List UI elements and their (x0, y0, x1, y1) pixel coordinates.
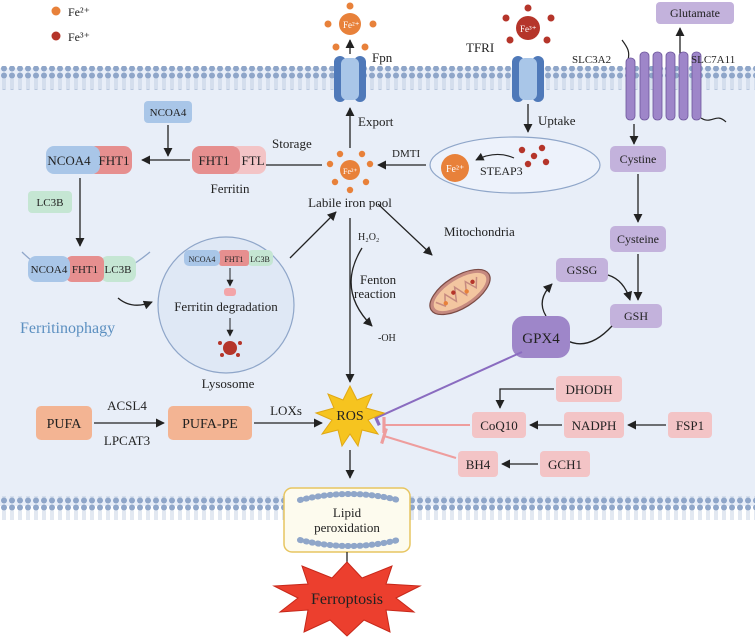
ncoa4-free-label: NCOA4 (150, 107, 187, 119)
lyso-fht1-label: FHT1 (224, 255, 243, 264)
pufa-box (36, 406, 92, 440)
coq10-box (472, 412, 526, 438)
gsh-pathway: Cystine Cysteine GSSG GSH GPX4 (371, 146, 666, 426)
gpx4-label: GPX4 (522, 331, 560, 347)
ftl-label: FTL (241, 153, 264, 168)
fsp1-label: FSP1 (676, 418, 704, 433)
fenton-label-2: reaction (354, 286, 396, 301)
fe3-legend-dot (51, 31, 61, 41)
bh4-box (458, 451, 498, 477)
lc3b-box (28, 191, 72, 213)
slc3a2-label: SLC3A2 (572, 54, 611, 66)
mitochondria (429, 268, 491, 316)
pufa-label: PUFA (47, 417, 83, 432)
tfr-fe-label: Fe³⁺ (520, 24, 537, 34)
lc3b-label: LC3B (37, 197, 64, 209)
dmt-label: DMTI (392, 148, 420, 160)
export-label: Export (358, 114, 394, 129)
dhodh-box (556, 376, 622, 402)
lipid-peroxidation-label-1: Lipid (333, 505, 362, 520)
system-xc-transporter: Glutamate SLC3A2 SLC7A11 (572, 2, 735, 145)
fe2-legend-dot (51, 6, 61, 16)
ncoa4-complex-label: NCOA4 (47, 153, 91, 168)
pool-fe-label: Fe²⁺ (343, 167, 358, 176)
auto-fht1-label: FHT1 (72, 264, 98, 276)
fsp1-pathway: DHODH CoQ10 NADPH FSP1 BH4 GCH1 (380, 376, 712, 477)
coq10-label: CoQ10 (480, 418, 518, 433)
ferroptosis-label: Ferroptosis (311, 591, 383, 608)
lipid-peroxidation: Lipid peroxidation (283, 487, 411, 575)
nadph-box (564, 412, 624, 438)
gsh-label: GSH (624, 309, 648, 323)
oh-label: -OH (378, 333, 396, 344)
ros-star (314, 384, 386, 448)
fht1-box (192, 146, 240, 174)
fenton-label-1: Fenton (360, 272, 397, 287)
gssg-label: GSSG (567, 263, 598, 277)
legend: Fe²⁺ Fe³⁺ (51, 5, 90, 44)
fsp1-box (668, 412, 712, 438)
pufa-pe-label: PUFA-PE (182, 417, 238, 432)
mitochondria-label: Mitochondria (444, 224, 515, 239)
gch1-box (540, 451, 590, 477)
labile-iron-pool: Fe²⁺ Labile iron pool Storage DMTI Mitoc… (243, 136, 515, 383)
loxs-label: LOXs (270, 403, 302, 418)
glutamate-label: Glutamate (670, 6, 720, 20)
acsl4-label: ACSL4 (107, 398, 147, 413)
ferroptosis-burst: Ferroptosis (272, 561, 422, 637)
steap3-fe-label: Fe²⁺ (446, 164, 464, 175)
lipid-peroxidation-label-2: peroxidation (314, 520, 380, 535)
gpx4-box (512, 316, 570, 358)
bh4-label: BH4 (466, 457, 491, 472)
tfr-transporter: Fe³⁺ TFRI Uptake (466, 4, 576, 133)
slc7a11-label: SLC7A11 (691, 54, 735, 66)
ferritinophagy-title: Ferritinophagy (20, 320, 115, 337)
ferritin-degradation-label: Ferritin degradation (174, 299, 278, 314)
cysteine-box (610, 226, 666, 252)
uptake-label: Uptake (538, 113, 576, 128)
lysosome: NCOA4 FHT1 LC3B Ferritin degradation Lys… (157, 211, 337, 391)
ferritinophagy-group: NCOA4 FHT1 FTL Ferritin NCOA4 FHT1 LC3B … (20, 101, 266, 337)
gch1-label: GCH1 (548, 457, 582, 472)
h2o2-label: H₂O₂ (358, 232, 379, 243)
labile-iron-pool-label: Labile iron pool (308, 195, 392, 210)
tfr-label: TFRI (466, 40, 494, 55)
fht1-complex-label: FHT1 (98, 153, 129, 168)
dhodh-label: DHODH (566, 382, 613, 397)
endosome: Fe²⁺ STEAP3 (429, 136, 601, 194)
ros-label: ROS (336, 409, 363, 424)
storage-label: Storage (272, 136, 312, 151)
lyso-ncoa4-label: NCOA4 (189, 255, 216, 264)
steap3-label: STEAP3 (480, 164, 523, 178)
gsh-box (610, 304, 662, 328)
fht1-label: FHT1 (198, 153, 229, 168)
lpcat3-label: LPCAT3 (104, 433, 150, 448)
cystine-label: Cystine (620, 152, 657, 166)
pufa-pe-box (168, 406, 252, 440)
lipid-pathway: PUFA ACSL4 LPCAT3 PUFA-PE LOXs ROS (36, 384, 386, 479)
ncoa4-free-box (144, 101, 192, 123)
fpn-fe-label: Fe²⁺ (343, 20, 360, 30)
fpn-transporter: Fe²⁺ Fpn (324, 2, 393, 102)
cysteine-label: Cysteine (617, 232, 659, 246)
gssg-box (556, 258, 608, 282)
lyso-lc3b-label: LC3B (250, 255, 270, 264)
lysosome-label: Lysosome (202, 376, 255, 391)
fe2-legend-label: Fe²⁺ (68, 5, 90, 19)
auto-lc3b-label: LC3B (105, 264, 132, 276)
ferritin-label: Ferritin (211, 181, 250, 196)
fpn-label: Fpn (372, 50, 393, 65)
auto-ncoa4-label: NCOA4 (31, 264, 68, 276)
fe3-legend-label: Fe³⁺ (68, 30, 90, 44)
nadph-label: NADPH (572, 418, 617, 433)
cystine-box (610, 146, 666, 172)
